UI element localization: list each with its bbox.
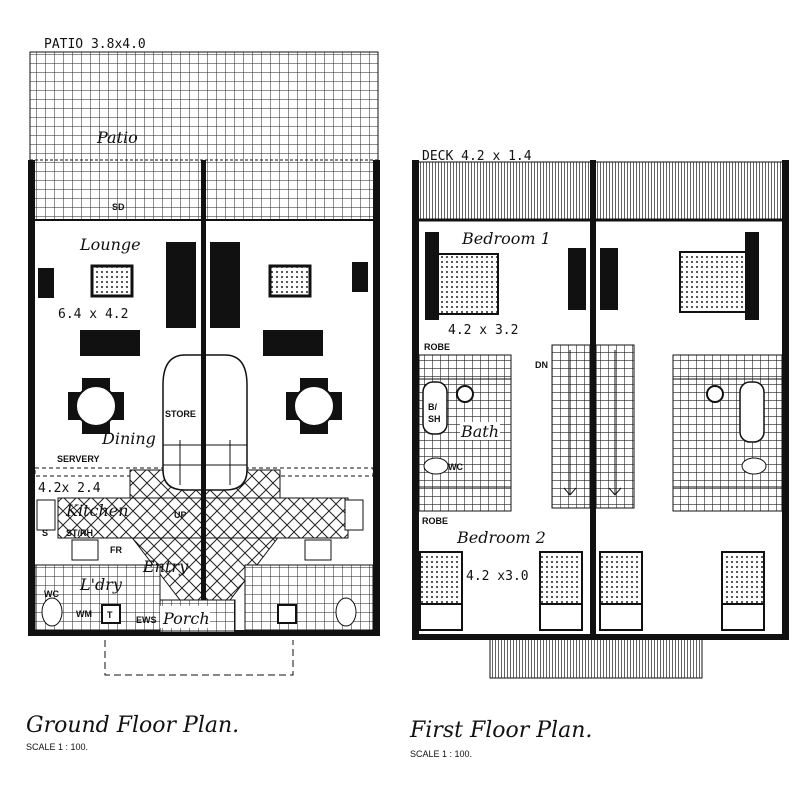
- bedroom-2-dimension: 4.2 x3.0: [466, 569, 529, 584]
- lounge-dimension: 6.4 x 4.2: [58, 307, 128, 322]
- laundry-label: L'dry: [79, 575, 123, 594]
- deck-dimension: DECK 4.2 x 1.4: [422, 149, 532, 164]
- bedroom-1-dimension: 4.2 x 3.2: [448, 323, 518, 338]
- bedroom-1-label: Bedroom 1: [461, 229, 551, 248]
- robe-1-label: ROBE: [424, 342, 450, 352]
- patio-label: Patio: [96, 128, 138, 147]
- bath-shower-label: B/: [428, 402, 437, 412]
- wc-label: WC: [44, 589, 59, 599]
- store-label: STORE: [165, 409, 196, 419]
- sink-label: S: [42, 528, 48, 538]
- wall-left: [28, 160, 35, 635]
- bath-label: Bath: [460, 422, 499, 441]
- patio-dimension: PATIO 3.8x4.0: [44, 37, 146, 52]
- tub-label: T: [107, 610, 113, 620]
- first-floor-plan: [412, 160, 789, 679]
- down-label: DN: [535, 360, 548, 370]
- porch-label: Porch: [162, 609, 210, 628]
- ground-floor-scale: SCALE 1 : 100.: [26, 742, 88, 752]
- first-floor-scale: SCALE 1 : 100.: [410, 749, 472, 759]
- ews-label: EWS: [136, 615, 157, 625]
- wc-label-first: WC: [448, 462, 463, 472]
- first-floor-title: First Floor Plan.: [409, 718, 592, 743]
- robe-2-label: ROBE: [422, 516, 448, 526]
- deck-top: [413, 161, 787, 221]
- ground-floor-title: Ground Floor Plan.: [26, 713, 239, 738]
- dining-label: Dining: [101, 429, 156, 448]
- dining-table-left: [68, 378, 124, 434]
- storage-label: ST/RH: [66, 528, 93, 538]
- lounge-label: Lounge: [79, 235, 141, 254]
- bath-shower-label-2: SH: [428, 414, 441, 424]
- dining-table-right: [286, 378, 342, 434]
- kitchen-label: Kitchen: [65, 501, 129, 520]
- bedroom-2-label: Bedroom 2: [456, 528, 546, 547]
- washing-machine-label: WM: [76, 609, 92, 619]
- kitchen-dimension: 4.2x 2.4: [38, 481, 101, 496]
- servery-label: SERVERY: [57, 454, 100, 464]
- wall-right: [373, 160, 380, 635]
- sliding-door-label: SD: [112, 202, 125, 212]
- deck-bottom: [489, 635, 703, 679]
- fridge-label: FR: [110, 545, 122, 555]
- entry-label: Entry: [142, 557, 189, 576]
- up-label: UP: [174, 510, 187, 520]
